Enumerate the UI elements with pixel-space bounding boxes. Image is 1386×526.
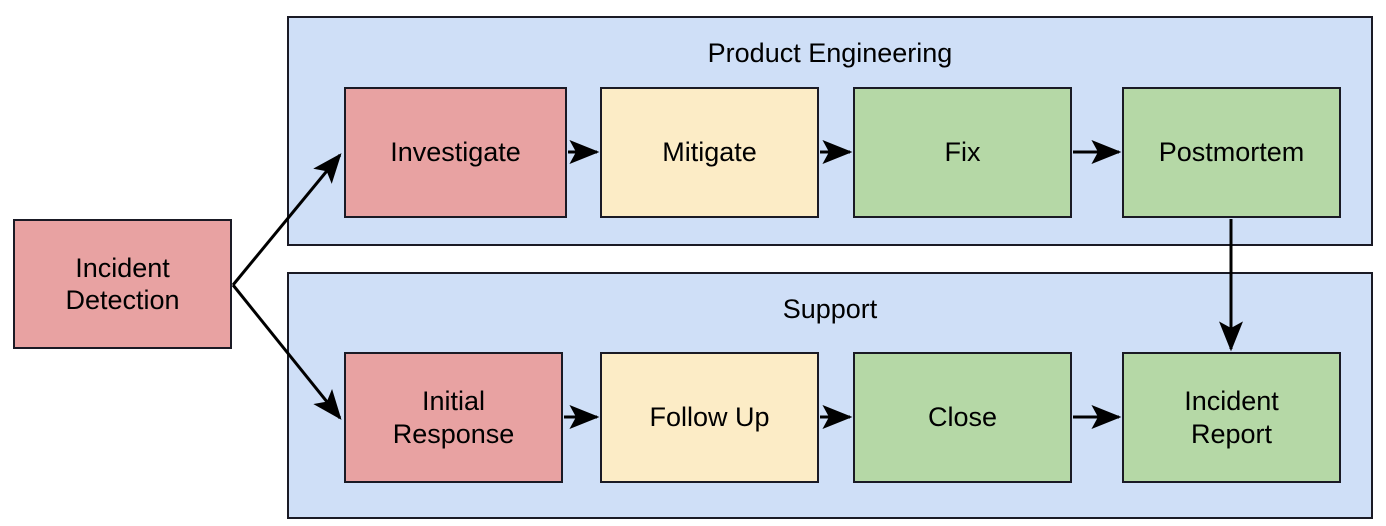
node-close[interactable]: Close: [853, 352, 1072, 483]
node-incident-detection-label: Incident Detection: [65, 252, 180, 315]
swimlane-support-label: Support: [782, 294, 878, 324]
node-initial-response-label: Initial Response: [392, 386, 515, 449]
node-investigate[interactable]: Investigate: [344, 87, 567, 218]
node-incident-report-label: Incident Report: [1184, 386, 1279, 449]
node-postmortem-label: Postmortem: [1158, 137, 1305, 168]
node-incident-detection[interactable]: Incident Detection: [13, 219, 232, 349]
node-fix-label: Fix: [944, 137, 981, 168]
node-postmortem[interactable]: Postmortem: [1122, 87, 1341, 218]
node-initial-response[interactable]: Initial Response: [344, 352, 563, 483]
node-close-label: Close: [927, 402, 998, 433]
node-follow-up[interactable]: Follow Up: [600, 352, 819, 483]
node-fix[interactable]: Fix: [853, 87, 1072, 218]
swimlane-product-engineering-label: Product Engineering: [707, 38, 953, 68]
node-investigate-label: Investigate: [390, 137, 521, 168]
node-mitigate[interactable]: Mitigate: [600, 87, 819, 218]
node-incident-report[interactable]: Incident Report: [1122, 352, 1341, 483]
node-follow-up-label: Follow Up: [649, 402, 770, 433]
node-mitigate-label: Mitigate: [662, 137, 757, 168]
